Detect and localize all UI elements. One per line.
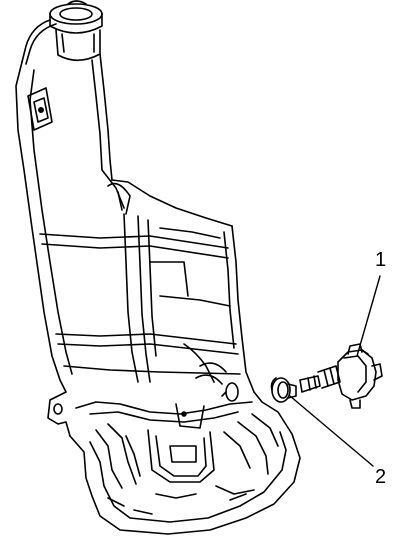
pump-port-icon <box>221 382 239 402</box>
callout-2-leader <box>289 395 374 467</box>
tank-outline-right-neck <box>99 53 113 181</box>
tank-outline-bottom <box>69 391 301 535</box>
tank-outline-right <box>231 225 255 393</box>
vent-hose <box>25 23 57 65</box>
lower-mount-bracket-icon <box>47 391 71 437</box>
washer-reservoir <box>15 0 301 535</box>
callout-1-leader <box>356 275 381 357</box>
mounting-tab-icon <box>27 87 53 131</box>
washer-pump <box>299 343 383 409</box>
callout-1-label: 1 <box>375 249 387 271</box>
callout-2-label: 2 <box>375 466 387 488</box>
filler-cap-icon <box>49 0 103 62</box>
tank-rib <box>55 333 237 345</box>
tank-outline-left <box>15 61 67 393</box>
